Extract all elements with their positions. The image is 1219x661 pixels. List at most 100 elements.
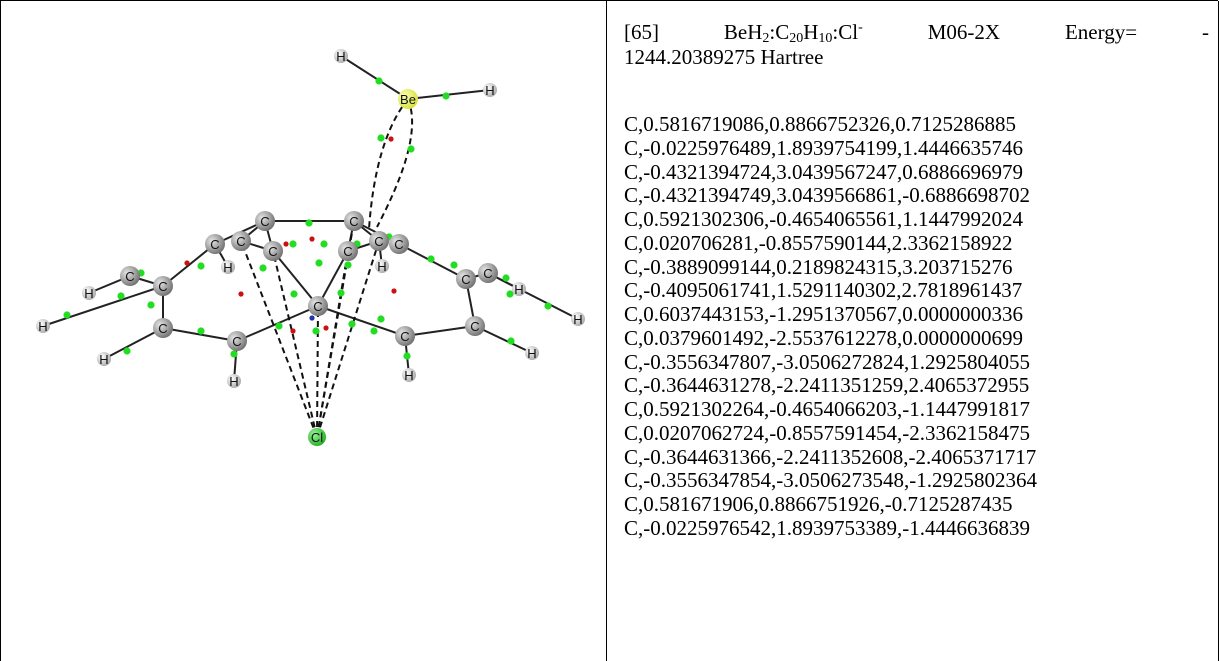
ring-critical-point [309,236,315,242]
bond-critical-point [427,255,435,263]
coordinate-line: C,0.0207062724,-0.8557591454,-2.33621584… [624,420,1030,445]
carbon-atom [205,234,225,254]
bond-critical-point [348,320,356,328]
energy-label: Energy= [1064,20,1138,44]
bond-critical-point [502,274,510,282]
entry-index: [65] [624,20,659,44]
hydrogen-atom-label: H [229,374,238,389]
bond-line [404,325,476,337]
bond-critical-point [63,311,71,319]
energy-value: 1244.20389275 Hartree [624,45,824,69]
bond-critical-point [544,302,552,310]
bond-line [340,55,409,100]
bond-critical-point [407,145,415,153]
hydrogen-atom-label: H [84,286,93,301]
bond-critical-point [337,289,345,297]
beryllium-atom-label: Be [400,92,416,107]
hydrogen-atom-label: H [527,346,536,361]
bond-critical-point [230,350,238,358]
carbon-atom [153,318,173,338]
hydrogen-atom [36,319,50,333]
hydrogen-atom [97,352,111,366]
bond-critical-point [123,347,131,355]
coordinate-line: C,0.581671906,0.8866751926,-0.7125287435 [624,492,1013,516]
carbon-atom [338,241,358,261]
carbon-atom [153,276,173,296]
coordinate-line: C,-0.3556347807,-3.0506272824,1.29258040… [624,349,1030,374]
bond-critical-point [147,301,155,309]
coordinate-line: C,0.5816719086,0.8866752326,0.7125286885 [624,112,1017,136]
carbon-atom-label: C [158,279,167,294]
hydrogen-atom [525,346,539,360]
bond-line [42,285,164,327]
ring-critical-point [391,288,397,294]
interaction-path [316,240,380,438]
entry-header: [65] BeH2:C20H10:Cl- M06-2X Energy= - 12… [624,20,1209,70]
bond-line [162,327,238,342]
carbon-atom-label: C [349,214,358,229]
hydrogen-atom [483,83,497,97]
carbon-atom-label: C [313,299,322,314]
interaction-path [316,305,319,438]
bond-critical-point [117,292,125,300]
hydrogen-atom-label: H [573,312,582,327]
carbon-atom [255,211,275,231]
bond-critical-point [312,327,320,335]
bond-critical-point [197,262,205,270]
carbon-atom [395,326,415,346]
carbon-atom-label: C [210,237,219,252]
bond-critical-point [259,264,267,272]
carbon-atom-label: C [343,244,352,259]
hydrogen-atom [512,282,526,296]
ring-critical-point [388,136,394,142]
coordinate-line: C,-0.3889099144,0.2189824315,3.203715276 [624,254,1013,279]
chlorine-atom [308,428,326,446]
bond-critical-point [442,92,450,100]
bond-critical-point [290,290,298,298]
coordinate-line: C,-0.3644631366,-2.2411352608,-2.4065371… [624,444,1037,469]
calculation-method: M06-2X [927,20,1001,44]
carbon-atom [263,241,283,261]
hydrogen-atom-label: H [38,319,47,334]
carbon-atom [369,231,389,251]
coordinate-line: C,0.5921302306,-0.4654065561,1.144799202… [624,207,1023,231]
carbon-atom [456,269,476,289]
carbon-atom [308,296,328,316]
bond-critical-point [275,322,283,330]
bond-critical-point [375,77,383,85]
carbon-atom-label: C [470,319,479,334]
hydrogen-atom [227,374,241,388]
interaction-path [368,98,409,230]
carbon-atom-label: C [232,334,241,349]
coordinate-line: C,0.5921302264,-0.4654066203,-1.14479918… [624,397,1030,421]
bond-critical-point [450,261,458,269]
bond-critical-point [507,337,515,345]
carbon-atom-label: C [236,234,245,249]
hydrogen-atom-label: H [223,260,232,275]
bond-line [162,243,216,287]
carbon-atom-label: C [158,321,167,336]
coordinate-line: C,-0.0225976489,1.8939754199,1.444663574… [624,135,1023,160]
coordinate-line: C,-0.4321394749,3.0439566861,-0.68866987… [624,183,1030,208]
hydrogen-atom [571,312,585,326]
hydrogen-atom-label: H [336,49,345,64]
hydrogen-atom-label: H [377,259,386,274]
hydrogen-atom-label: H [404,368,413,383]
hydrogen-atom [82,286,96,300]
carbon-atom [227,331,247,351]
bond-critical-point [315,259,323,267]
interaction-path [240,240,318,438]
bond-line [487,272,579,320]
coordinate-list: C,0.5816719086,0.8866752326,0.7125286885… [624,112,1037,541]
coordinate-line: C,-0.3556347854,-3.0506273548,-1.2925802… [624,468,1037,493]
chlorine-atom-label: Cl [311,430,323,445]
interaction-path [376,98,414,228]
bond-critical-point [305,219,313,227]
bond-critical-point [197,327,205,335]
carbon-atom-label: C [483,266,492,281]
coordinate-line: C,-0.3644631278,-2.2411351259,2.40653729… [624,373,1030,398]
carbon-atom-label: C [461,272,470,287]
carbon-atom [344,211,364,231]
